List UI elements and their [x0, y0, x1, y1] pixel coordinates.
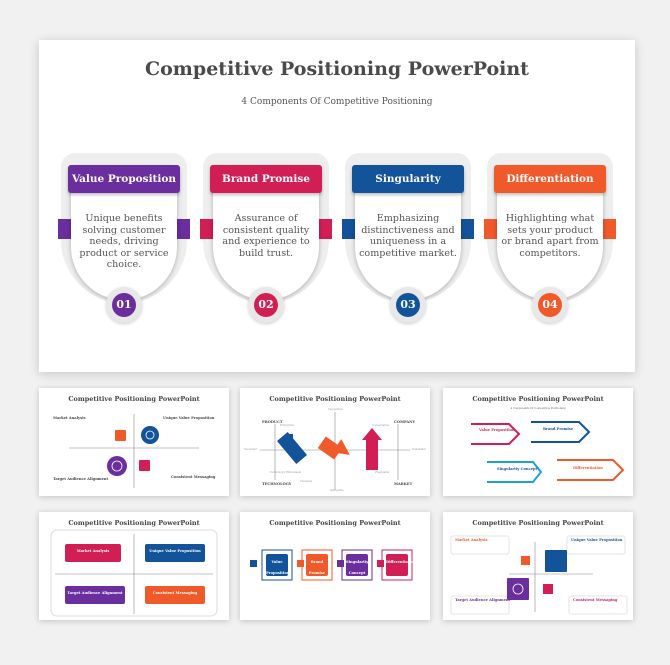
component-card-differentiation: Differentiation Highlighting what sets y… — [484, 153, 616, 323]
frame-box: Value Proposition — [266, 554, 289, 576]
chevron-label: Differentiation — [573, 466, 603, 470]
slide-thumbnail-3[interactable]: Competitive Positioning PowerPoint 4 Com… — [443, 388, 633, 496]
quadrant-label: Target Audience Alignment — [455, 598, 511, 602]
frame-box: Differentiation — [386, 554, 416, 576]
component-card-value-proposition: Value Proposition Unique benefits solvin… — [58, 153, 190, 323]
quadrant-box: Market Analysis — [65, 544, 121, 562]
axis-label: Technology Enthusiasts — [270, 471, 302, 474]
card-description: Assurance of consistent quality and expe… — [222, 213, 310, 259]
frame-box: Singularity Concept — [346, 554, 368, 576]
quadrant-diagram — [69, 414, 199, 488]
card-number-badge: 02 — [254, 293, 278, 317]
chevron-diagram — [471, 421, 625, 483]
slide-thumbnail-5[interactable]: Competitive Positioning PowerPoint Value… — [240, 512, 430, 620]
axis-label: Conservative — [372, 424, 390, 427]
card-number-badge: 01 — [112, 293, 136, 317]
axis-label: Pragmatist — [375, 471, 390, 474]
axis-label: Visionary — [300, 480, 313, 483]
axis-label: PRODUCT — [262, 420, 283, 424]
slide-thumbnail-1[interactable]: Competitive Positioning PowerPoint Marke… — [39, 388, 229, 496]
quadrant-label: Consistent Messaging — [573, 598, 618, 602]
quadrant-box: Consistent Messaging — [145, 586, 205, 604]
component-card-singularity-concept: Singularity Concept Emphasizing distinct… — [342, 153, 474, 323]
axis-label: Specialist — [244, 448, 257, 451]
thumb-title: Competitive Positioning PowerPoint — [68, 519, 200, 527]
card-heading: Singularity Concept — [352, 165, 464, 213]
component-card-brand-promise: Brand Promise Assurance of consistent qu… — [200, 153, 332, 323]
axis-label: Disruptive — [330, 489, 344, 492]
card-heading: Value Proposition — [68, 165, 180, 193]
chevron-label: Singularity Concept — [497, 467, 538, 471]
axis-label: TECHNOLOGY — [262, 482, 292, 486]
axis-label: Enterprise — [280, 424, 294, 427]
quadrant-label: Market Analysis — [455, 538, 488, 542]
thumb-label: Unique Value Proposition — [163, 416, 215, 420]
slide-thumbnail-6[interactable]: Competitive Positioning PowerPoint Marke… — [443, 512, 633, 620]
card-heading: Differentiation — [494, 165, 606, 193]
card-number-badge: 03 — [396, 293, 420, 317]
quadrant-box: Unique Value Proposition — [145, 544, 205, 562]
thumb-title: Competitive Positioning PowerPoint — [269, 519, 401, 527]
thumb-title: Competitive Positioning PowerPoint — [68, 395, 200, 403]
card-description: Highlighting what sets your product or b… — [501, 213, 599, 259]
card-heading: Brand Promise — [210, 165, 322, 193]
slide-thumbnail-4[interactable]: Competitive Positioning PowerPoint Marke… — [39, 512, 229, 620]
slide-thumbnail-2[interactable]: Competitive Positioning PowerPoint PRODU… — [240, 388, 430, 496]
axis-label: Generalist — [412, 448, 426, 451]
card-description: Unique benefits solving customer needs, … — [79, 213, 169, 270]
slide-subtitle: 4 Components Of Competitive Positioning — [241, 97, 433, 107]
quadrant-boxes — [50, 529, 218, 617]
slide-title: Competitive Positioning PowerPoint — [145, 58, 529, 80]
axis-label: Suggestion — [328, 408, 343, 411]
card-number-badge: 04 — [538, 293, 562, 317]
thumb-title: Competitive Positioning PowerPoint — [472, 395, 604, 403]
chevron-label: Value Proposition — [479, 428, 515, 432]
quadrant-label: Unique Value Proposition — [571, 538, 623, 542]
thumb-title: Competitive Positioning PowerPoint — [269, 395, 401, 403]
thumb-label: Target Audience Alignment — [53, 477, 109, 481]
thumb-label: Market Analysis — [53, 416, 86, 420]
quadrant-box: Target Audience Alignment — [65, 586, 125, 604]
thumb-title: Competitive Positioning PowerPoint — [472, 519, 604, 527]
thumb-label: Consistent Messaging — [171, 475, 216, 479]
chevron-label: Brand Promise — [543, 427, 574, 431]
positioning-map — [260, 412, 410, 490]
main-slide-preview[interactable]: Competitive Positioning PowerPoint 4 Com… — [39, 40, 635, 372]
axis-label: COMPANY — [394, 420, 416, 424]
card-description: Emphasizing distinctiveness and uniquene… — [359, 213, 457, 259]
frame-box: Brand Promise — [306, 554, 328, 576]
axis-label: MARKET — [394, 482, 413, 486]
thumb-subtitle: 4 Components Of Competitive Positioning — [510, 407, 566, 410]
square-frames — [250, 549, 413, 581]
quadrant-icons — [450, 535, 628, 615]
